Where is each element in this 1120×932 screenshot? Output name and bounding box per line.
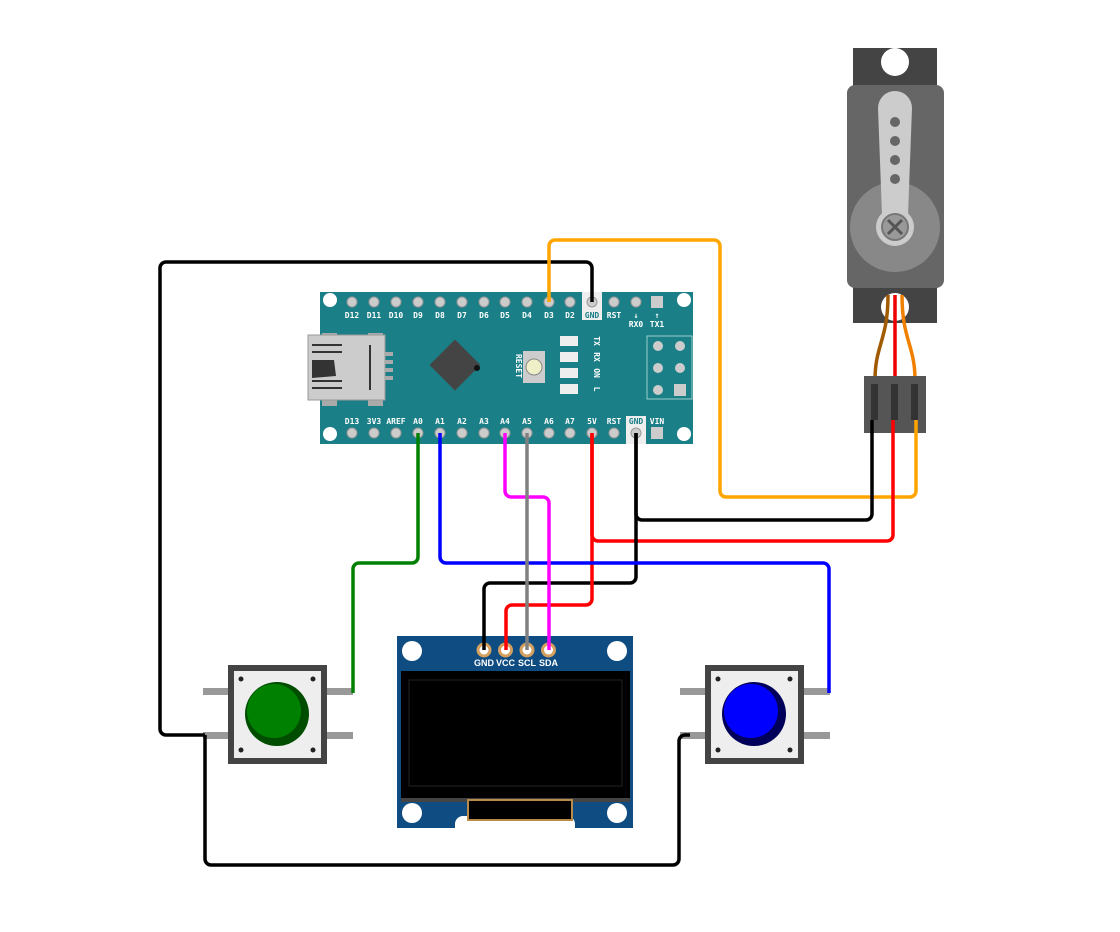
pin-rst[interactable]: [608, 296, 620, 308]
pin-d10[interactable]: [390, 296, 402, 308]
pin-label: D7: [457, 311, 467, 320]
arduino-nano[interactable]: RESET TX RX ON L D12 D11 D10 D9 D8 D7 D6 D5 D4 D3…: [307, 292, 693, 444]
pin-label: D6: [479, 311, 489, 320]
wires: [158, 238, 918, 867]
pin-label: RX0: [629, 320, 644, 329]
pin-d13[interactable]: [346, 427, 358, 439]
pin-d12[interactable]: [346, 296, 358, 308]
arrow-icon: ↓: [634, 311, 639, 320]
wire-gnd-oled: [482, 433, 638, 650]
pin-label: TX1: [650, 320, 665, 329]
pin-label: RST: [607, 311, 622, 320]
pin-label: 3V3: [367, 417, 382, 426]
svg-text:L: L: [592, 387, 601, 392]
pin-aref[interactable]: [390, 427, 402, 439]
wire-a1-button: [438, 433, 831, 693]
usb-port-icon: [307, 333, 393, 406]
wire-gnd-button: [158, 260, 594, 737]
oled-pin-label: VCC: [496, 658, 516, 668]
pin-d2[interactable]: [564, 296, 576, 308]
pin-label: A3: [479, 417, 489, 426]
pin-label: RST: [607, 417, 622, 426]
pin-label: D10: [389, 311, 404, 320]
pin-label: D4: [522, 311, 532, 320]
pin-label: A4: [500, 417, 510, 426]
pin-d5[interactable]: [499, 296, 511, 308]
pin-label: A6: [544, 417, 554, 426]
oled-pin-label: SDA: [539, 658, 559, 668]
pin-label: D9: [413, 311, 423, 320]
pin-a3[interactable]: [478, 427, 490, 439]
pin-d11[interactable]: [368, 296, 380, 308]
pin-label: VIN: [650, 417, 665, 426]
pin-label: A1: [435, 417, 445, 426]
pin-label: GND: [585, 311, 600, 320]
pin-label: A7: [565, 417, 575, 426]
arrow-icon: ↑: [655, 311, 660, 320]
pin-label: D8: [435, 311, 445, 320]
pin-d6[interactable]: [478, 296, 490, 308]
svg-text:RX: RX: [592, 352, 601, 362]
pin-label: GND: [629, 417, 644, 426]
pushbutton-blue[interactable]: [680, 665, 830, 764]
pin-d7[interactable]: [456, 296, 468, 308]
svg-text:TX: TX: [592, 336, 601, 346]
status-leds: TX RX ON L: [560, 336, 601, 394]
pin-vin[interactable]: [651, 427, 663, 439]
reset-label: RESET: [514, 354, 523, 378]
pin-label: A5: [522, 417, 532, 426]
oled-screen: [401, 671, 630, 798]
pin-label: D12: [345, 311, 360, 320]
pin-label: 5V: [587, 417, 597, 426]
pin-label: D3: [544, 311, 554, 320]
servo-motor[interactable]: [847, 48, 944, 433]
pin-d4[interactable]: [521, 296, 533, 308]
pin-a7[interactable]: [564, 427, 576, 439]
pin-d9[interactable]: [412, 296, 424, 308]
pin-label: A0: [413, 417, 423, 426]
wire-a0-button: [351, 433, 420, 693]
pin-label: A2: [457, 417, 467, 426]
pin-rst[interactable]: [608, 427, 620, 439]
pin-label: D13: [345, 417, 360, 426]
pushbutton-green[interactable]: [203, 665, 353, 764]
pin-tx1[interactable]: [651, 296, 663, 308]
oled-pin-label: GND: [474, 658, 495, 668]
pin-label: AREF: [386, 417, 405, 426]
pin-3v3[interactable]: [368, 427, 380, 439]
pin-label: D11: [367, 311, 382, 320]
svg-text:ON: ON: [592, 368, 601, 378]
servo-horn: [878, 91, 912, 215]
pin-label: D5: [500, 311, 510, 320]
icsp-header: [646, 335, 693, 400]
oled-pin-label: SCL: [518, 658, 537, 668]
pin-rx0[interactable]: [630, 296, 642, 308]
pin-a2[interactable]: [456, 427, 468, 439]
pin-label: D2: [565, 311, 575, 320]
pin-d8[interactable]: [434, 296, 446, 308]
wire-d3-servo: [547, 238, 918, 499]
wire-gnd-buttons-link: [203, 733, 690, 867]
pin-a6[interactable]: [543, 427, 555, 439]
